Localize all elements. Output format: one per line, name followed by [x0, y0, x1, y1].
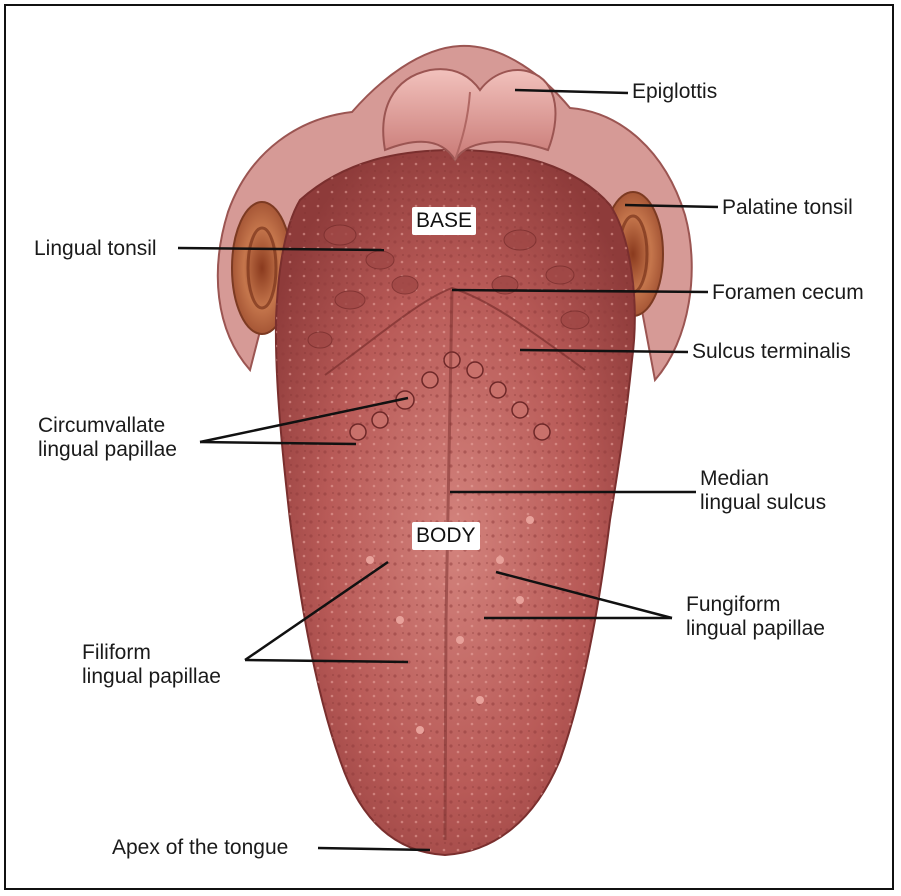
- label-epiglottis: Epiglottis: [632, 80, 717, 104]
- label-circumvallate-line2: lingual papillae: [38, 438, 177, 462]
- label-median-sulcus-line2: lingual sulcus: [700, 491, 826, 515]
- label-foramen-cecum: Foramen cecum: [712, 281, 864, 305]
- label-circumvallate: Circumvallate lingual papillae: [38, 414, 177, 462]
- region-label-body: BODY: [412, 522, 480, 550]
- label-fungiform-line2: lingual papillae: [686, 617, 825, 641]
- label-filiform-line1: Filiform: [82, 641, 221, 665]
- label-median-sulcus-line1: Median: [700, 467, 826, 491]
- label-fungiform-line1: Fungiform: [686, 593, 825, 617]
- label-fungiform: Fungiform lingual papillae: [686, 593, 825, 641]
- region-label-base: BASE: [412, 207, 476, 235]
- label-apex: Apex of the tongue: [112, 836, 288, 860]
- label-circumvallate-line1: Circumvallate: [38, 414, 177, 438]
- label-median-sulcus: Median lingual sulcus: [700, 467, 826, 515]
- label-sulcus-terminalis: Sulcus terminalis: [692, 340, 851, 364]
- label-filiform: Filiform lingual papillae: [82, 641, 221, 689]
- label-palatine-tonsil: Palatine tonsil: [722, 196, 853, 220]
- label-filiform-line2: lingual papillae: [82, 665, 221, 689]
- label-lingual-tonsil: Lingual tonsil: [34, 237, 157, 261]
